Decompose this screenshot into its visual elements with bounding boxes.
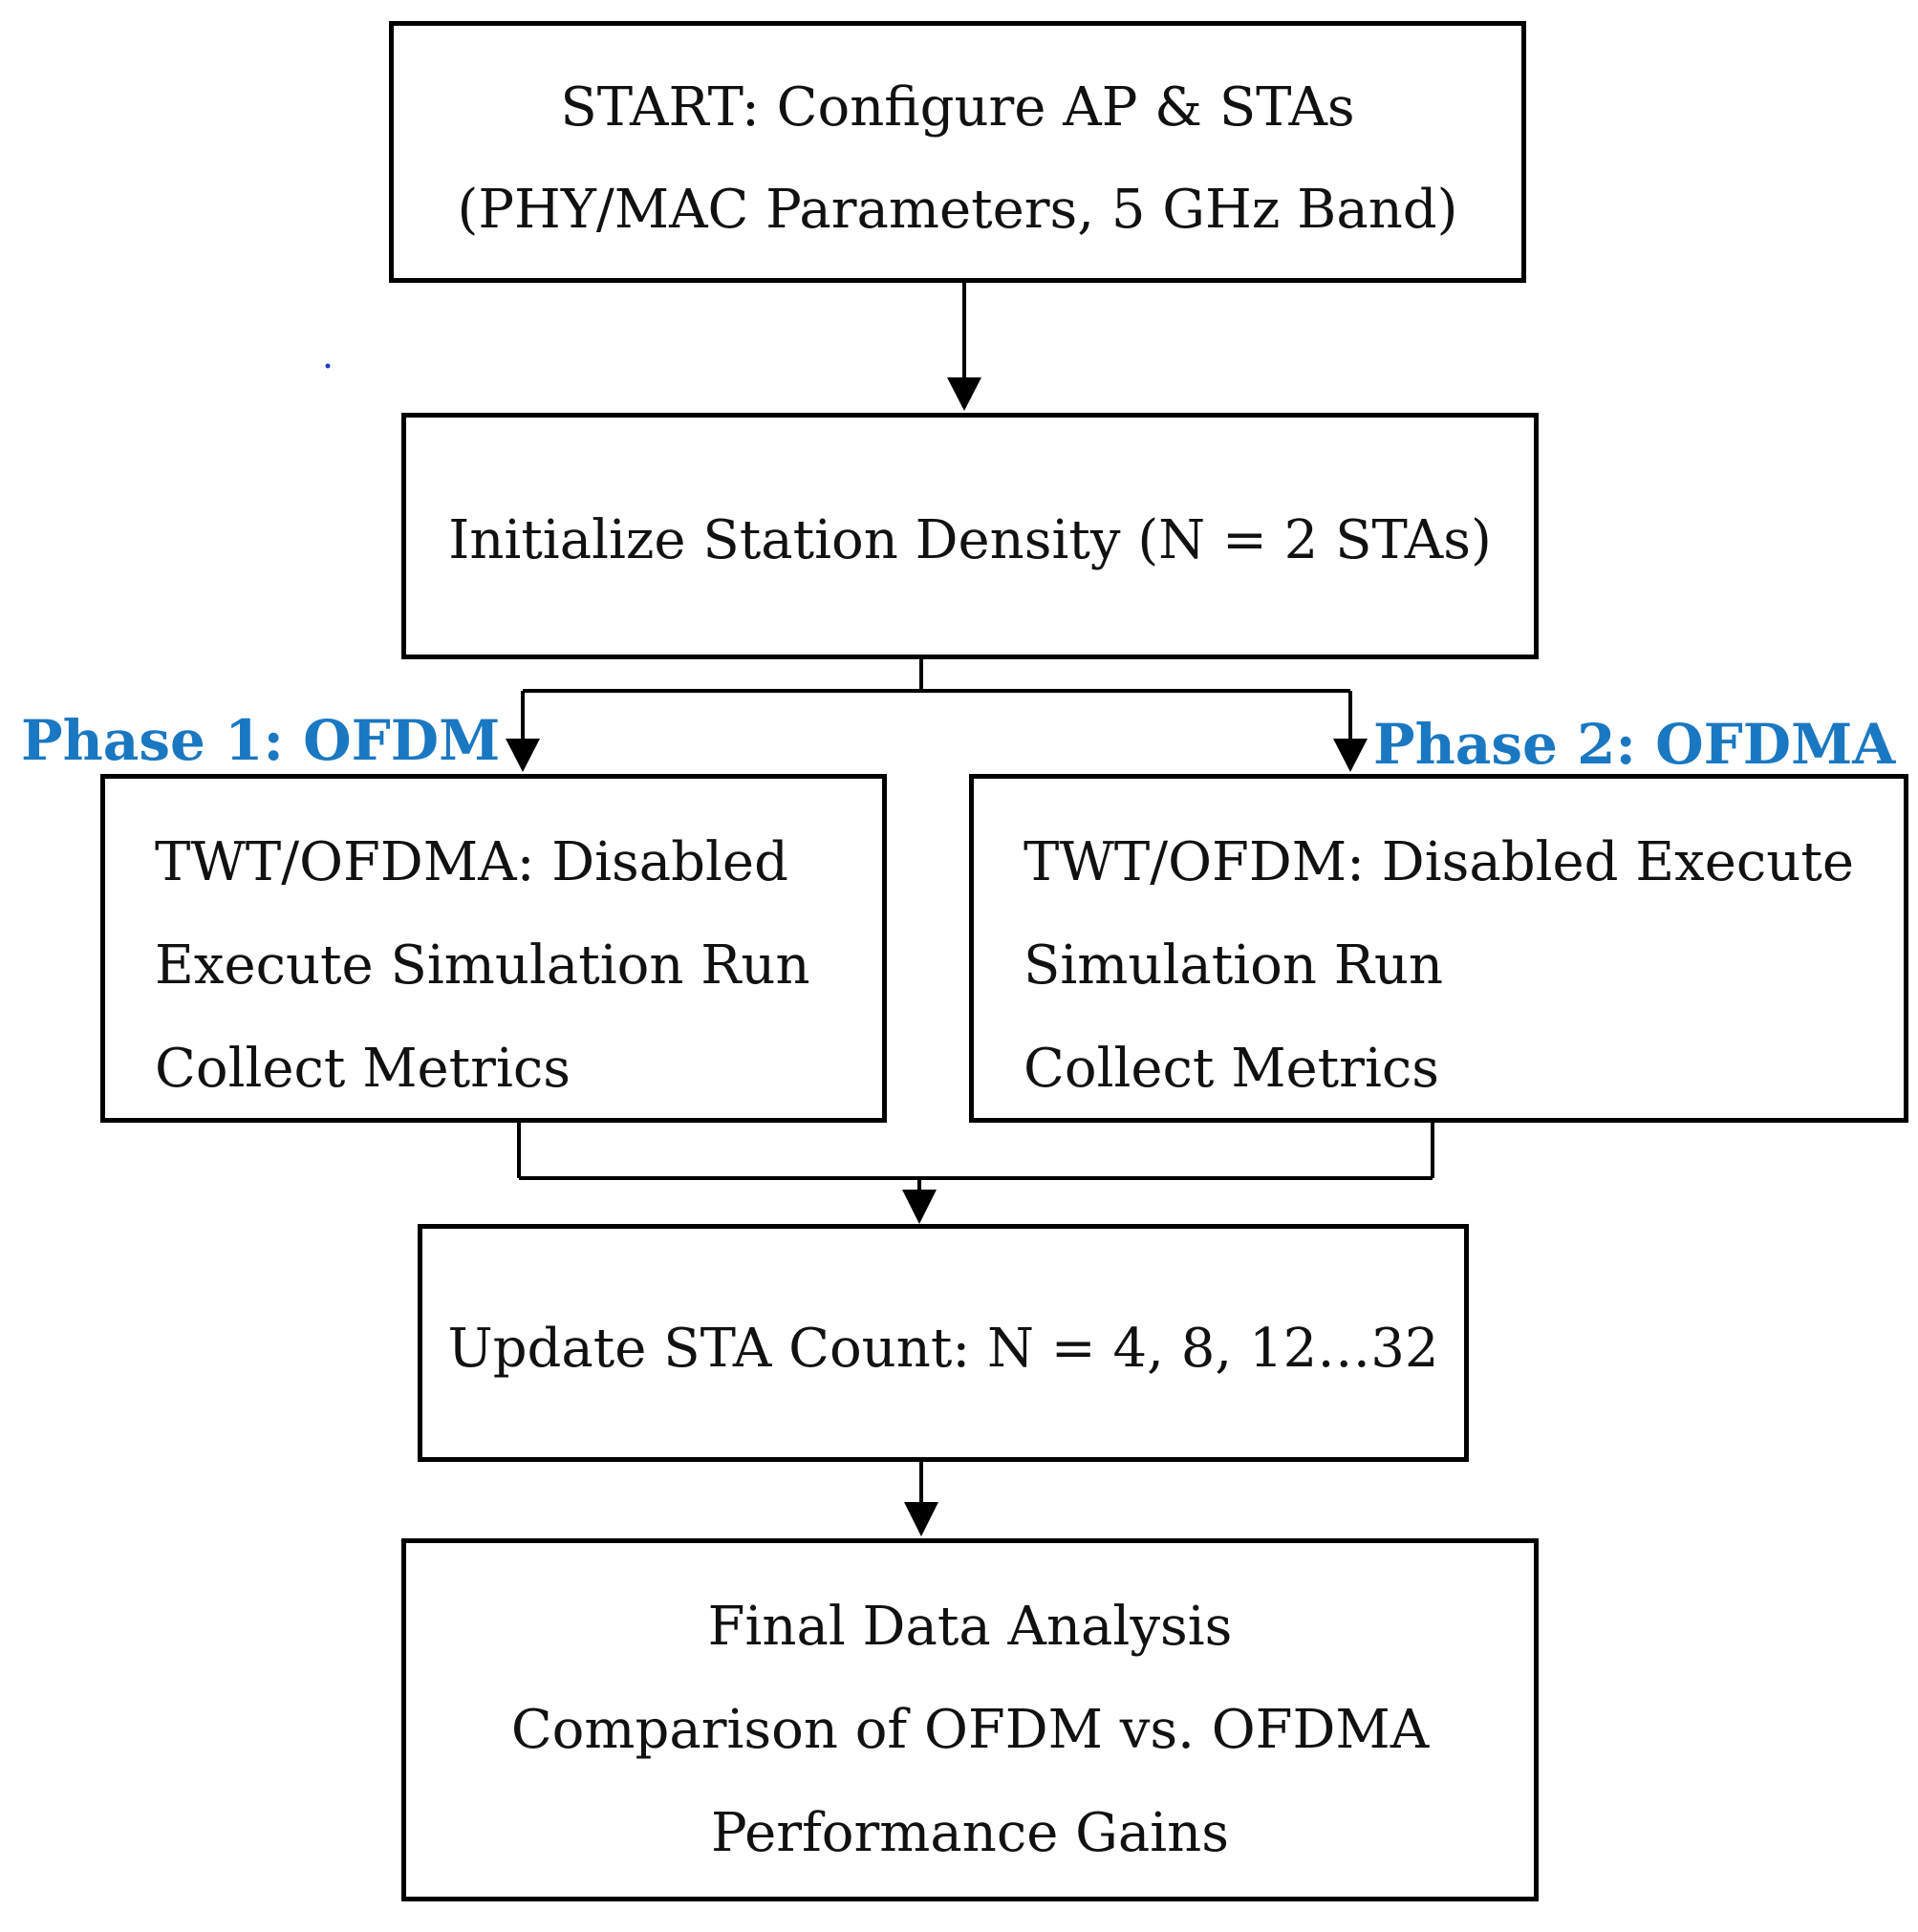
phase1-line-2: Execute Simulation Run — [155, 934, 810, 997]
init-line-1: Initialize Station Density (N = 2 STAs) — [448, 509, 1492, 571]
start-line-1: START: Configure AP & STAs — [560, 76, 1355, 139]
start-box: START: Configure AP & STAs (PHY/MAC Para… — [389, 21, 1526, 283]
phase1-line-1: TWT/OFDMA: Disabled — [155, 831, 788, 893]
phase2-line-1: TWT/OFDM: Disabled Execute — [1024, 831, 1854, 893]
phase2-line-2: Simulation Run — [1024, 934, 1444, 997]
arrowhead-to-update — [902, 1190, 937, 1224]
update-line-1: Update STA Count: N = 4, 8, 12…32 — [447, 1318, 1439, 1380]
arrowhead-to-phase2 — [1333, 739, 1368, 772]
arrowhead-to-init — [947, 377, 981, 411]
final-line-3: Performance Gains — [711, 1802, 1229, 1864]
update-box: Update STA Count: N = 4, 8, 12…32 — [418, 1224, 1469, 1462]
phase2-line-3: Collect Metrics — [1024, 1038, 1439, 1100]
stray-dot — [325, 363, 331, 369]
final-box: Final Data Analysis Comparison of OFDM v… — [401, 1538, 1539, 1901]
start-line-2: (PHY/MAC Parameters, 5 GHz Band) — [457, 179, 1458, 241]
arrowhead-to-final — [904, 1502, 938, 1536]
phase1-line-3: Collect Metrics — [155, 1038, 571, 1100]
phase1-label: Phase 1: OFDM — [21, 708, 501, 773]
final-line-2: Comparison of OFDM vs. OFDMA — [510, 1699, 1430, 1761]
phase1-box: TWT/OFDMA: Disabled Execute Simulation R… — [100, 774, 887, 1123]
final-line-1: Final Data Analysis — [707, 1596, 1233, 1658]
init-box: Initialize Station Density (N = 2 STAs) — [401, 413, 1539, 659]
phase2-label: Phase 2: OFDMA — [1373, 712, 1896, 777]
arrowhead-to-phase1 — [506, 739, 540, 772]
phase2-box: TWT/OFDM: Disabled Execute Simulation Ru… — [969, 774, 1908, 1123]
